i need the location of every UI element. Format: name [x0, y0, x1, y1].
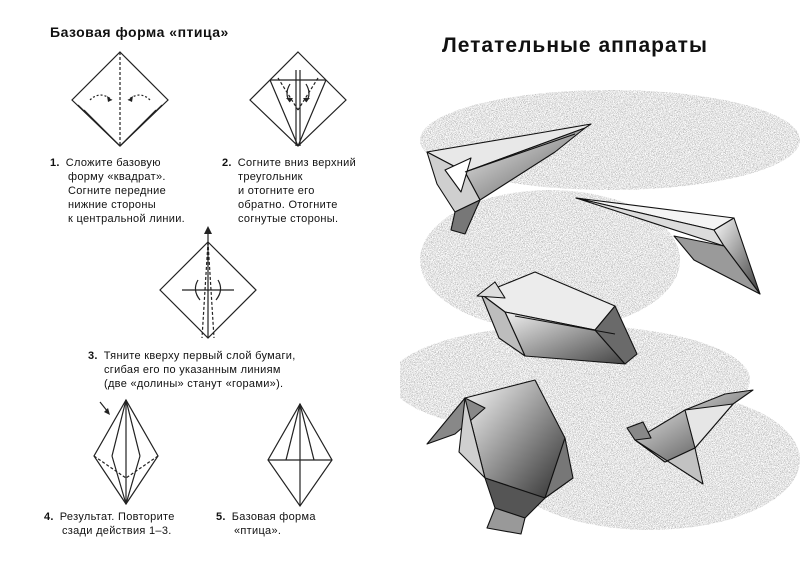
- step-3-line-3: (две «долины» станут «горами»).: [104, 378, 284, 390]
- step-5-text: 5. Базовая форма «птица».: [216, 510, 316, 538]
- step-1-diagram: [71, 51, 169, 147]
- paper-glider-illustration: [626, 389, 754, 485]
- paper-plane-boxy-illustration: [476, 271, 638, 365]
- paper-plane-dart-illustration: [575, 197, 761, 295]
- step-3-diagram: [159, 226, 257, 339]
- right-page-title: Летательные аппараты: [442, 34, 708, 57]
- step-2-diagram: [249, 51, 347, 147]
- paper-plane-jet-illustration: [426, 123, 592, 235]
- step-4-line-2: сзади действия 1–3.: [62, 525, 172, 537]
- step-5-line-1: Базовая форма: [231, 511, 316, 523]
- step-3-line-1: Тяните кверху первый слой бумаги,: [103, 350, 296, 362]
- step-1-line-3: Согните передние: [68, 185, 167, 197]
- step-4-text: 4. Результат. Повторите сзади действия 1–…: [44, 510, 175, 538]
- step-4-number: 4.: [44, 511, 54, 523]
- step-2-number: 2.: [222, 157, 232, 169]
- step-1-text: 1. Сложите базовую форму «квадрат». Согни…: [50, 156, 185, 226]
- step-2-line-3: и отогните его: [238, 185, 315, 197]
- step-2-line-4: обратно. Отогните: [238, 199, 338, 211]
- step-4-diagram: [93, 398, 159, 506]
- step-5-number: 5.: [216, 511, 226, 523]
- step-1-line-5: к центральной линии.: [68, 213, 186, 225]
- step-4-line-1: Результат. Повторите: [59, 511, 175, 523]
- paper-bird-plane-illustration: [426, 379, 574, 535]
- step-1-line-2: форму «квадрат».: [68, 171, 166, 183]
- step-3-line-2: сгибая его по указанным линиям: [104, 364, 281, 376]
- left-page-title: Базовая форма «птица»: [50, 24, 229, 40]
- step-2-text: 2. Согните вниз верхний треугольник и ото…: [222, 156, 356, 226]
- step-1-line-1: Сложите базовую: [65, 157, 161, 169]
- step-3-number: 3.: [88, 350, 98, 362]
- step-3-text: 3. Тяните кверху первый слой бумаги, сгиб…: [88, 349, 296, 391]
- step-5-diagram: [267, 402, 333, 508]
- step-1-number: 1.: [50, 157, 60, 169]
- step-2-line-2: треугольник: [238, 171, 303, 183]
- step-1-line-4: нижние стороны: [68, 199, 156, 211]
- step-2-line-5: согнутые стороны.: [238, 213, 339, 225]
- step-2-line-1: Согните вниз верхний: [237, 157, 357, 169]
- step-5-line-2: «птица».: [234, 525, 282, 537]
